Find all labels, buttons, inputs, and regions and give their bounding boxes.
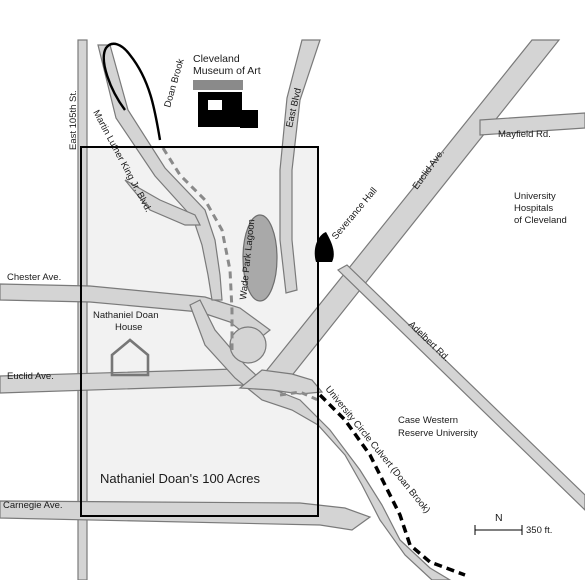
scale-bar: N 350 ft. [474, 512, 552, 536]
cwru-label-1: Case Western [398, 415, 458, 426]
mlk-blvd-road [97, 44, 223, 301]
doan-brook-north [102, 42, 162, 141]
hospitals-label-2: Hospitals [514, 203, 553, 214]
culvert-label: University Circle Culvert (Doan Brook) [323, 384, 433, 516]
severance-hall-label: Severance Hall [330, 186, 380, 242]
chester-label: Chester Ave. [7, 272, 61, 283]
doan-brook-dashed-south [279, 390, 319, 402]
museum-label-2: Museum of Art [193, 65, 261, 77]
hospitals-label-1: University [514, 191, 556, 202]
hundred-acres-boundary [80, 146, 319, 517]
mayfield-rd-road [479, 112, 585, 136]
culvert-line [318, 393, 466, 577]
hospitals-label-3: of Cleveland [514, 215, 567, 226]
severance-hall-shape [314, 232, 334, 262]
doan-house-label-2: House [115, 322, 142, 333]
doan-brook-dashed [161, 147, 234, 350]
cwru-label-2: Reserve University [398, 428, 478, 439]
east-105th-road [77, 39, 88, 580]
lagoon-shape [242, 214, 278, 302]
east-105th-label: East 105th St. [68, 90, 79, 150]
adelbert-rd-road [337, 264, 585, 511]
southern-loop-road [189, 299, 452, 580]
doan-house-icon [110, 338, 150, 377]
connector-road [124, 179, 201, 226]
scale-distance-label: 350 ft. [526, 525, 552, 536]
doan-house-label-1: Nathaniel Doan [93, 310, 159, 321]
museum-building [193, 80, 258, 128]
euclid-left-label: Euclid Ave. [7, 371, 54, 382]
junction-circle [229, 326, 267, 364]
hundred-acres-label: Nathaniel Doan's 100 Acres [100, 471, 261, 486]
north-label: N [495, 512, 503, 524]
doan-brook-label: Doan Brook [162, 57, 186, 108]
museum-label-1: Cleveland [193, 53, 240, 65]
carnegie-label: Carnegie Ave. [3, 500, 63, 511]
mayfield-label: Mayfield Rd. [498, 129, 551, 140]
